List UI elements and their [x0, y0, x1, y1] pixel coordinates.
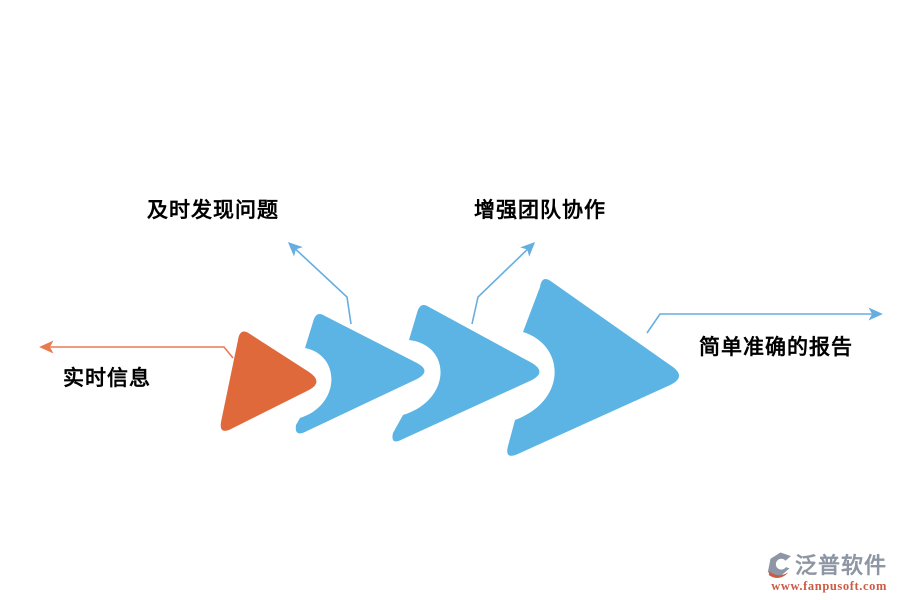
watermark-brand-text: 泛普软件 — [794, 553, 887, 578]
step-shape-orange-triangle — [220, 331, 317, 431]
callout-line-find-problems — [287, 242, 352, 325]
callout-line-accurate-report — [646, 307, 883, 334]
step-shape-blue-chevron-1 — [295, 314, 425, 434]
callout-line-realtime-info — [39, 340, 234, 359]
watermark: 泛普软件 www.fanpusoft.com — [766, 551, 887, 593]
label-accurate-report: 简单准确的报告 — [699, 336, 853, 359]
watermark-url-text: www.fanpusoft.com — [771, 579, 887, 593]
step-shape-blue-chevron-2 — [392, 305, 540, 442]
label-realtime-info: 实时信息 — [63, 367, 151, 390]
label-find-problems: 及时发现问题 — [147, 199, 279, 222]
fanpu-logo-icon — [767, 552, 793, 579]
label-team-collaboration: 增强团队协作 — [474, 199, 606, 222]
callout-line-team-collaboration — [471, 242, 536, 325]
step-shape-blue-chevron-3 — [507, 278, 680, 456]
